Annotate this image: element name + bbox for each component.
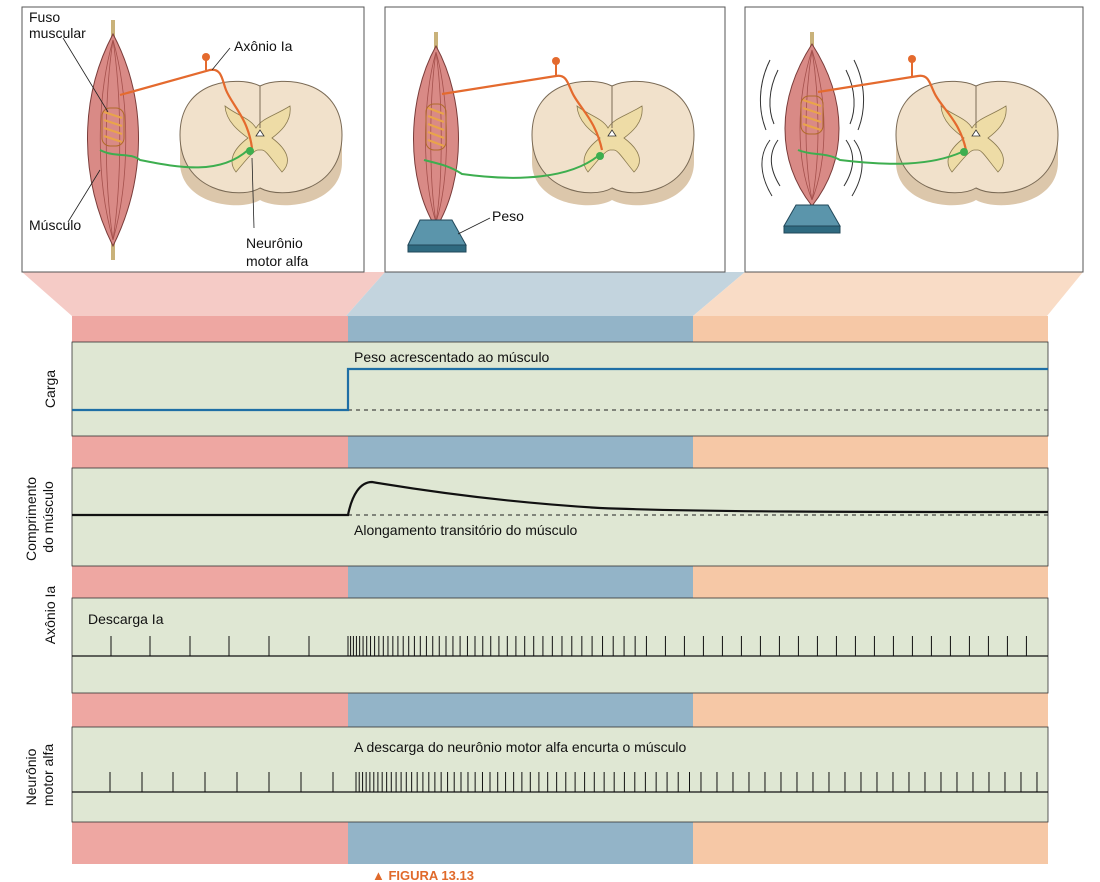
row-load-bg bbox=[71, 341, 1049, 437]
phase-strips bbox=[72, 316, 1048, 864]
ia-axon bbox=[119, 68, 254, 149]
weight-block bbox=[407, 219, 467, 253]
spinal-cord bbox=[895, 80, 1059, 206]
length-annotation: Alongamento transitório do músculo bbox=[354, 522, 578, 538]
connector-phase1 bbox=[22, 272, 385, 316]
muscle-spindle bbox=[101, 107, 125, 147]
connector-phase3 bbox=[693, 272, 1083, 316]
panel-adaptation bbox=[744, 6, 1084, 273]
muscle-spindle bbox=[425, 103, 447, 151]
row-ia-bg bbox=[71, 597, 1049, 694]
row-length-bg bbox=[71, 467, 1049, 567]
muscle bbox=[87, 20, 139, 260]
row-motor: Neurônio motor alfa A descarga do neurôn… bbox=[23, 739, 1048, 806]
load-ylabel: Carga bbox=[42, 370, 58, 408]
dorsal-root-ganglion bbox=[552, 57, 560, 65]
connector-phase2 bbox=[346, 272, 745, 316]
alpha-motor-neuron bbox=[596, 152, 604, 160]
alpha-motor-axon bbox=[99, 149, 249, 169]
figure-caption: ▲ FIGURA 13.13 bbox=[372, 868, 474, 882]
label-muscle: Músculo bbox=[29, 217, 81, 233]
row-motor-bg bbox=[71, 726, 1049, 823]
label-alpha-motor-neuron: Neurônio motor alfa bbox=[246, 235, 308, 269]
contraction-marks bbox=[759, 59, 865, 197]
alpha-motor-neuron bbox=[960, 148, 968, 156]
label-weight: Peso bbox=[492, 208, 524, 224]
motor-ylabel: Neurônio motor alfa bbox=[23, 744, 56, 806]
row-length: Comprimento do músculo Alongamento trans… bbox=[23, 473, 1049, 561]
dorsal-root-ganglion bbox=[908, 55, 916, 63]
ia-annotation: Descarga Ia bbox=[88, 611, 164, 627]
row-load: Carga Peso acrescentado ao músculo bbox=[42, 349, 1048, 412]
weight-block bbox=[783, 204, 841, 234]
load-trace bbox=[72, 367, 1048, 412]
ia-spike-train bbox=[110, 636, 1027, 656]
load-annotation: Peso acrescentado ao músculo bbox=[354, 349, 550, 365]
dorsal-root-ganglion bbox=[202, 53, 210, 61]
label-axon-ia: Axônio Ia bbox=[234, 38, 293, 54]
label-muscle-spindle: Fuso muscular bbox=[29, 9, 86, 41]
ia-ylabel: Axônio Ia bbox=[42, 586, 58, 645]
panel-weight-added: Peso bbox=[384, 6, 726, 273]
muscle bbox=[759, 32, 865, 212]
alpha-motor-neuron bbox=[246, 147, 254, 155]
ia-axon bbox=[441, 74, 604, 151]
spinal-cord bbox=[179, 80, 343, 206]
motor-annotation: A descarga do neurônio motor alfa encurt… bbox=[354, 739, 687, 755]
ia-axon bbox=[817, 74, 968, 151]
motor-spike-train bbox=[109, 772, 1038, 792]
alpha-motor-axon bbox=[423, 155, 599, 179]
alpha-motor-axon bbox=[797, 149, 963, 165]
spinal-cord bbox=[531, 80, 695, 206]
muscle-spindle bbox=[800, 95, 824, 135]
panel-rest: Fuso muscular Axônio Ia Músculo Neurônio… bbox=[21, 6, 365, 273]
length-trace bbox=[72, 480, 1049, 517]
row-ia: Axônio Ia Descarga Ia bbox=[42, 586, 1048, 657]
length-ylabel: Comprimento do músculo bbox=[23, 473, 56, 561]
